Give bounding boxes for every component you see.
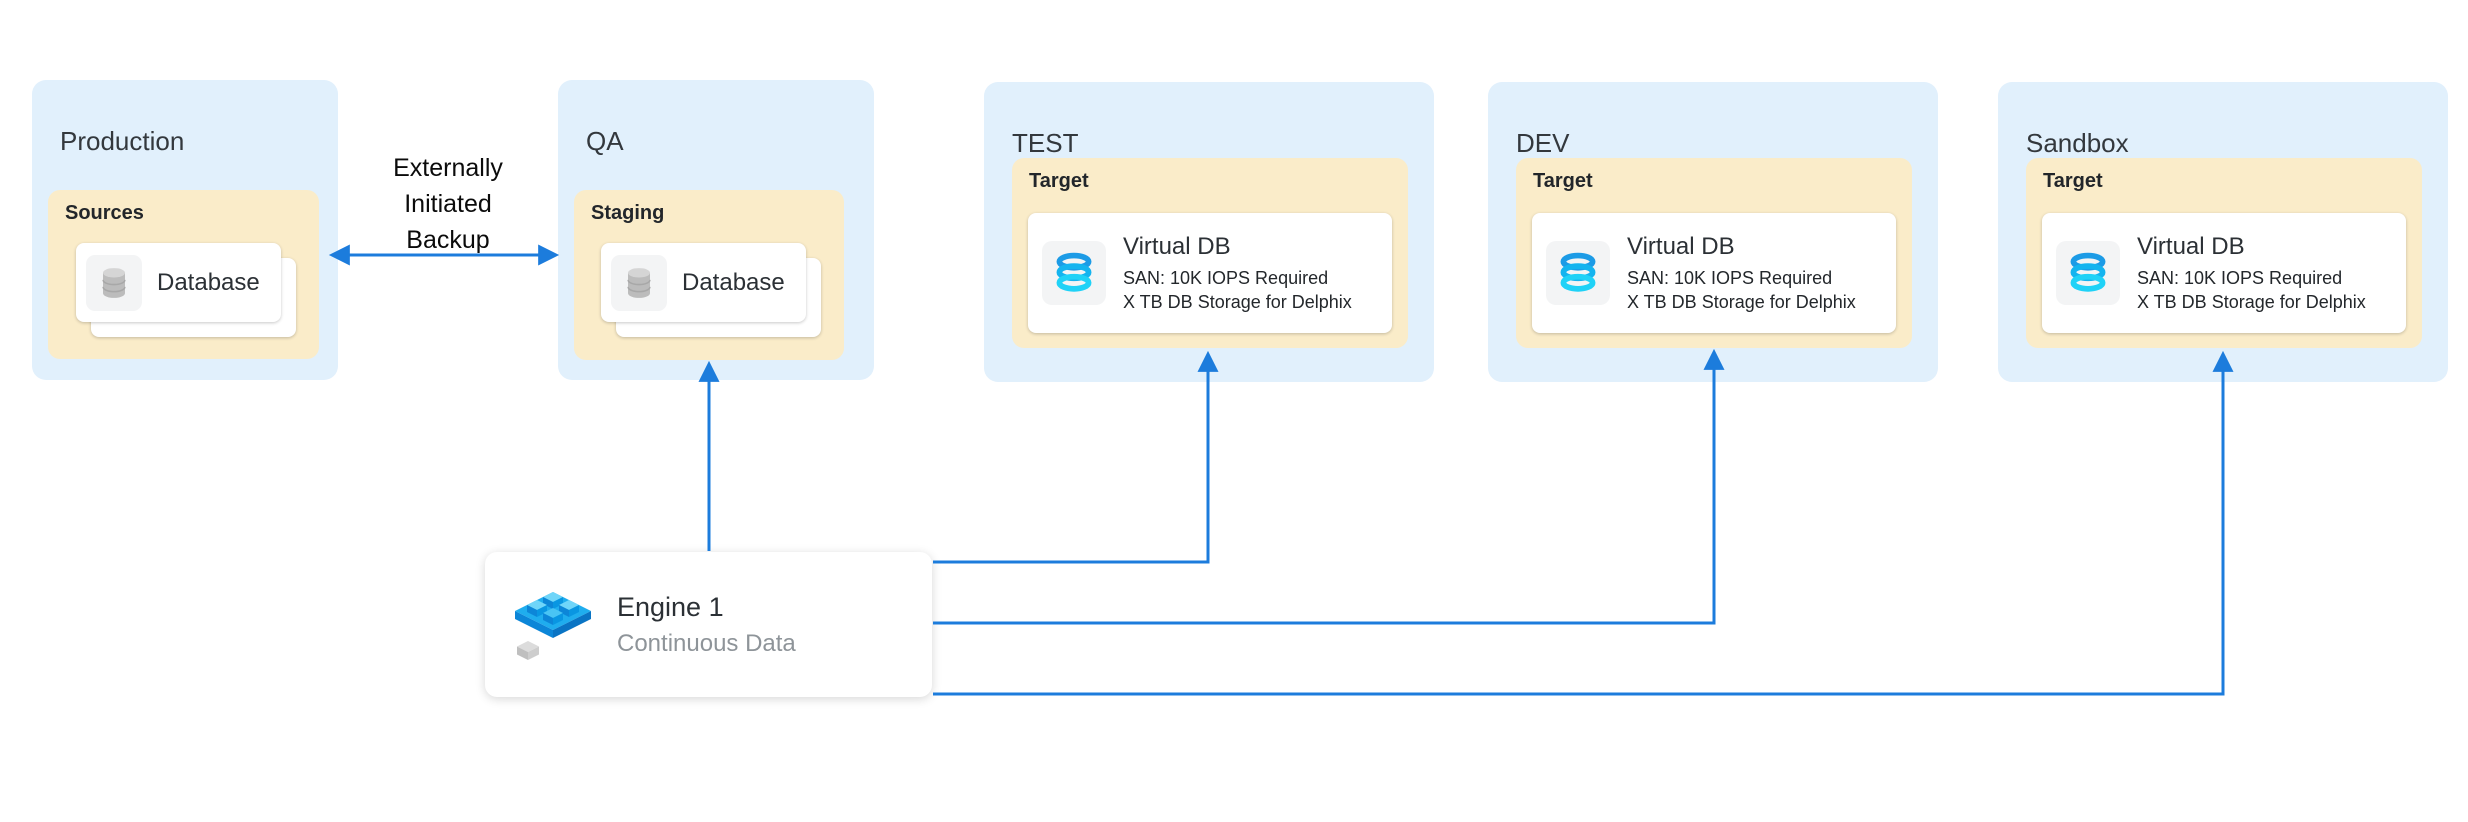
virtual-db-node: Virtual DB SAN: 10K IOPS Required X TB D…: [1532, 213, 1896, 333]
group-label-sources: Sources: [65, 202, 144, 224]
group-target-test: Target Virtual DB SAN: 10K IOPS Required…: [1012, 158, 1408, 348]
env-title-production: Production: [60, 125, 185, 156]
env-box-dev: DEV Target Virtual DB SAN: 10K IOPS Requ…: [1488, 82, 1938, 382]
virtual-db-detail: X TB DB Storage for Delphix: [1123, 291, 1352, 312]
env-box-test: TEST Target Virtual DB SAN: 10K IOPS Req…: [984, 82, 1434, 382]
group-label-staging: Staging: [591, 202, 665, 224]
virtual-db-node: Virtual DB SAN: 10K IOPS Required X TB D…: [2042, 213, 2406, 333]
group-label-target: Target: [1533, 170, 1593, 192]
virtual-db-detail: X TB DB Storage for Delphix: [1627, 291, 1856, 312]
backup-label-line: Initiated: [404, 190, 492, 218]
database-node-label: Database: [682, 268, 785, 296]
engine-card: Engine 1 Continuous Data: [485, 552, 932, 697]
virtual-db-detail: SAN: 10K IOPS Required: [1123, 267, 1329, 288]
database-node: Database: [601, 243, 806, 322]
backup-label: Externally Initiated Backup: [368, 150, 528, 258]
database-icon: [86, 254, 142, 311]
virtual-db-label: Virtual DB: [1627, 232, 1735, 260]
group-sources: Sources Database: [48, 190, 319, 359]
virtual-db-node: Virtual DB SAN: 10K IOPS Required X TB D…: [1028, 213, 1392, 333]
virtual-db-icon: [2056, 241, 2120, 305]
env-box-production: Production Sources Database: [32, 80, 338, 380]
virtual-db-label: Virtual DB: [2137, 232, 2245, 260]
database-node-label: Database: [157, 268, 260, 296]
env-title-dev: DEV: [1516, 127, 1570, 158]
env-box-qa: QA Staging Database: [558, 80, 874, 380]
virtual-db-detail: X TB DB Storage for Delphix: [2137, 291, 2366, 312]
env-title-qa: QA: [586, 125, 624, 156]
database-node-stack: Database: [601, 243, 823, 339]
engine-icon: [511, 580, 595, 669]
env-title-test: TEST: [1012, 127, 1079, 158]
group-label-target: Target: [1029, 170, 1089, 192]
env-box-sandbox: Sandbox Target Virtual DB SAN: 10K IOPS …: [1998, 82, 2448, 382]
group-target-sandbox: Target Virtual DB SAN: 10K IOPS Required…: [2026, 158, 2422, 348]
group-label-target: Target: [2043, 170, 2103, 192]
virtual-db-detail: SAN: 10K IOPS Required: [1627, 267, 1833, 288]
engine-title: Engine 1: [617, 591, 724, 622]
database-node: Database: [76, 243, 281, 322]
database-icon: [611, 254, 667, 311]
virtual-db-detail: SAN: 10K IOPS Required: [2137, 267, 2343, 288]
backup-label-line: Externally: [393, 154, 503, 182]
engine-subtitle: Continuous Data: [617, 629, 796, 657]
env-title-sandbox: Sandbox: [2026, 127, 2129, 158]
group-target-dev: Target Virtual DB SAN: 10K IOPS Required…: [1516, 158, 1912, 348]
connector-engine-to-dev: [933, 348, 1725, 625]
database-node-stack: Database: [76, 243, 298, 339]
connector-engine-to-sandbox: [933, 350, 2234, 696]
group-staging: Staging Database: [574, 190, 844, 360]
virtual-db-icon: [1042, 241, 1106, 305]
virtual-db-icon: [1546, 241, 1610, 305]
backup-label-line: Backup: [406, 226, 490, 254]
connector-engine-to-test: [933, 350, 1219, 564]
virtual-db-label: Virtual DB: [1123, 232, 1231, 260]
